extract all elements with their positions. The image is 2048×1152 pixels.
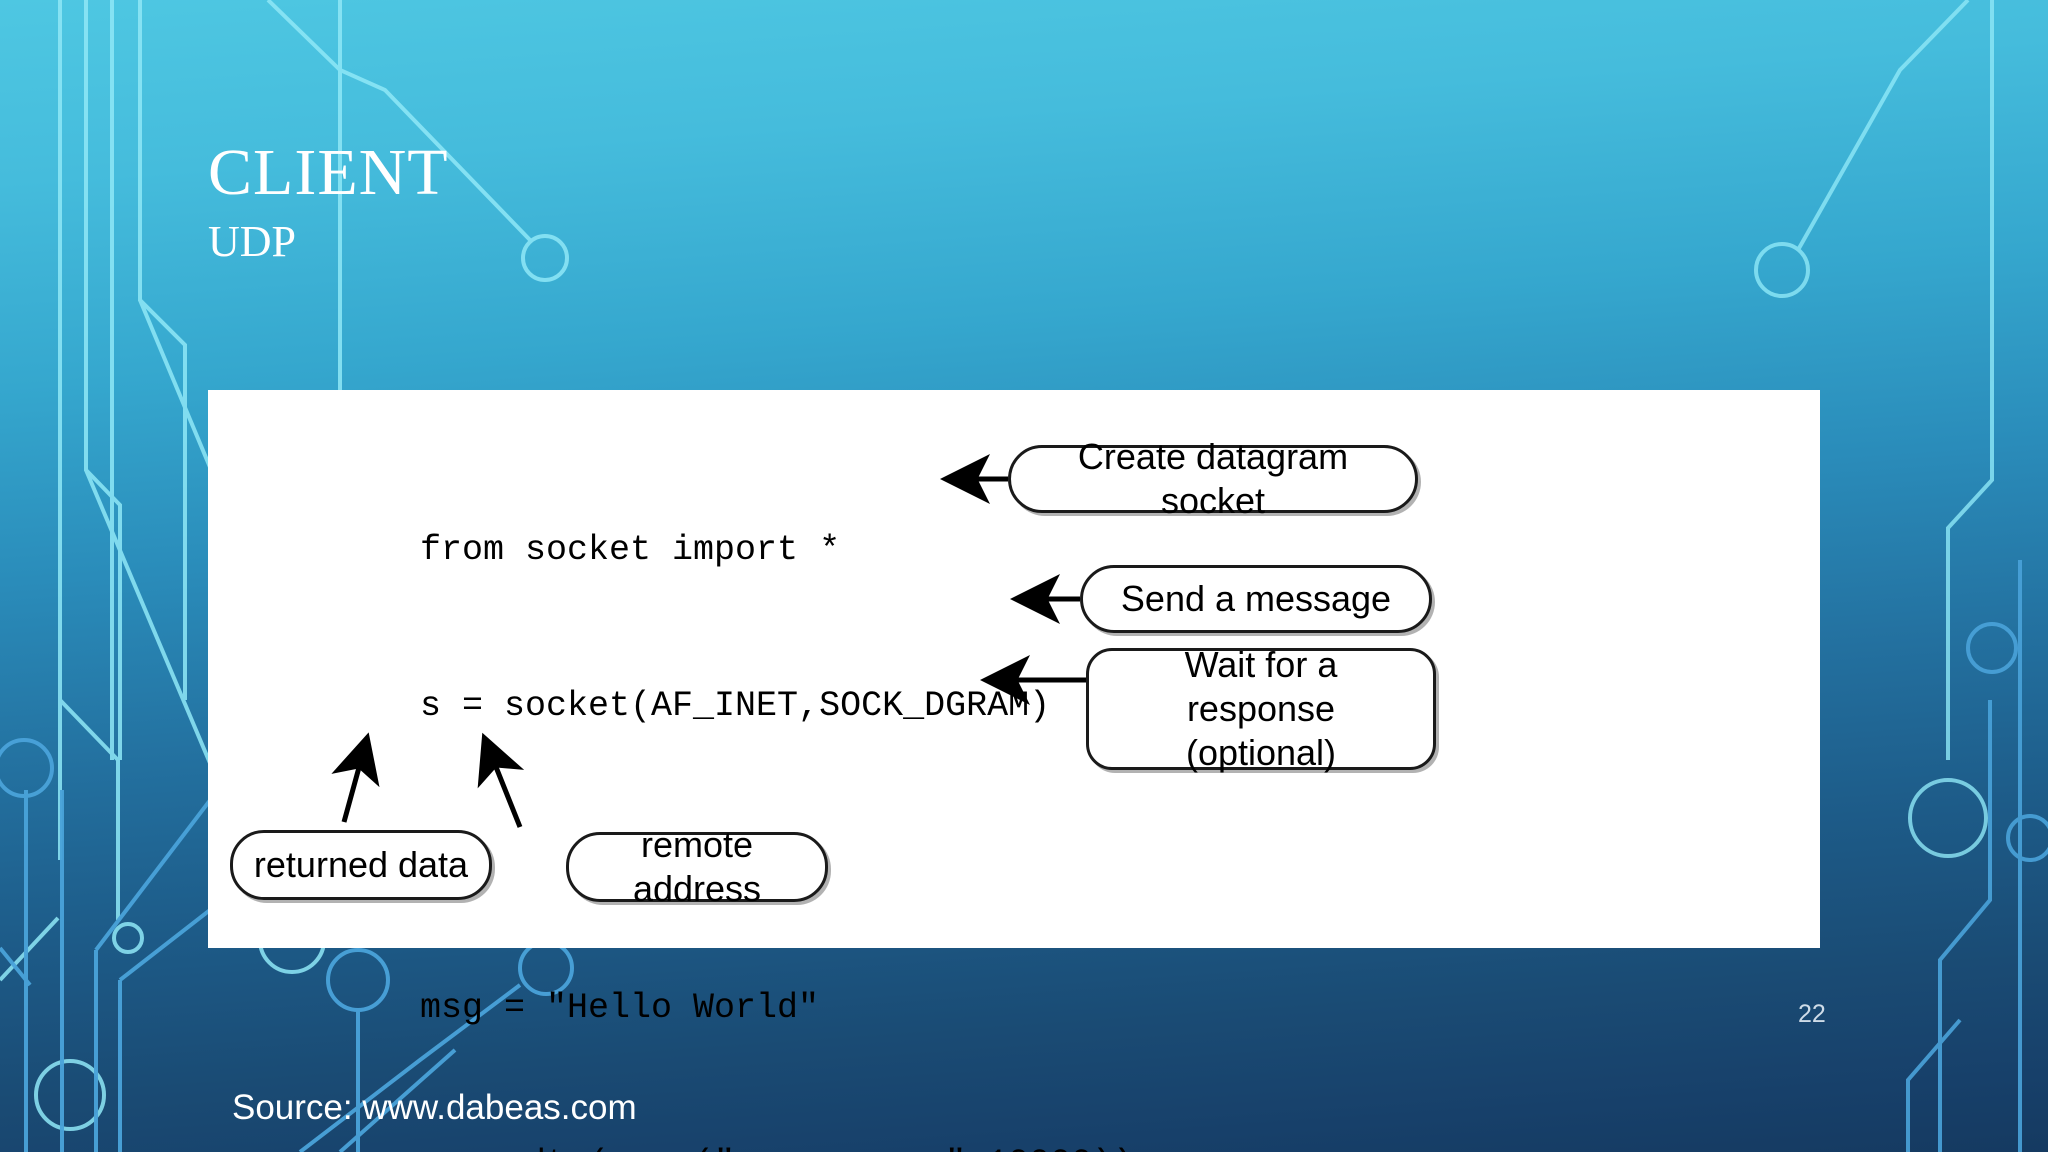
page-number: 22 [1798, 1000, 1826, 1028]
callout-send-a-message[interactable]: Send a message [1080, 565, 1432, 633]
title-block: CLIENT UDP [208, 140, 449, 264]
page-title: CLIENT [208, 136, 449, 209]
content-panel: from socket import * s = socket(AF_INET,… [208, 390, 1820, 1152]
callout-wait-for-response[interactable]: Wait for a response (optional) [1086, 644, 1436, 773]
code-line-2: s = socket(AF_INET,SOCK_DGRAM) [420, 686, 1051, 726]
code-block: from socket import * s = socket(AF_INET,… [420, 420, 1134, 1152]
callout-returned-data[interactable]: returned data [230, 830, 492, 900]
callout-remote-label: remote address [632, 824, 762, 909]
callout-remote-address[interactable]: remote address [566, 824, 828, 909]
code-line-1: from socket import * [420, 530, 841, 570]
code-line-3: msg = "Hello World" [420, 988, 820, 1028]
callout-wait-label-line1: Wait for a response [1184, 644, 1338, 730]
callout-wait-label-line2: (optional) [1185, 731, 1337, 773]
page-subtitle: UDP [208, 217, 297, 266]
callout-create-label: Create datagram socket [1077, 436, 1349, 521]
source-attribution: Source: www.dabeas.com [232, 1088, 637, 1127]
callout-create-datagram-socket[interactable]: Create datagram socket [1008, 436, 1418, 521]
code-line-4: s.sendto(msg,("server.com",10000)) [420, 1138, 1134, 1152]
callout-send-label: Send a message [1120, 578, 1392, 620]
callout-returned-label: returned data [253, 844, 469, 886]
